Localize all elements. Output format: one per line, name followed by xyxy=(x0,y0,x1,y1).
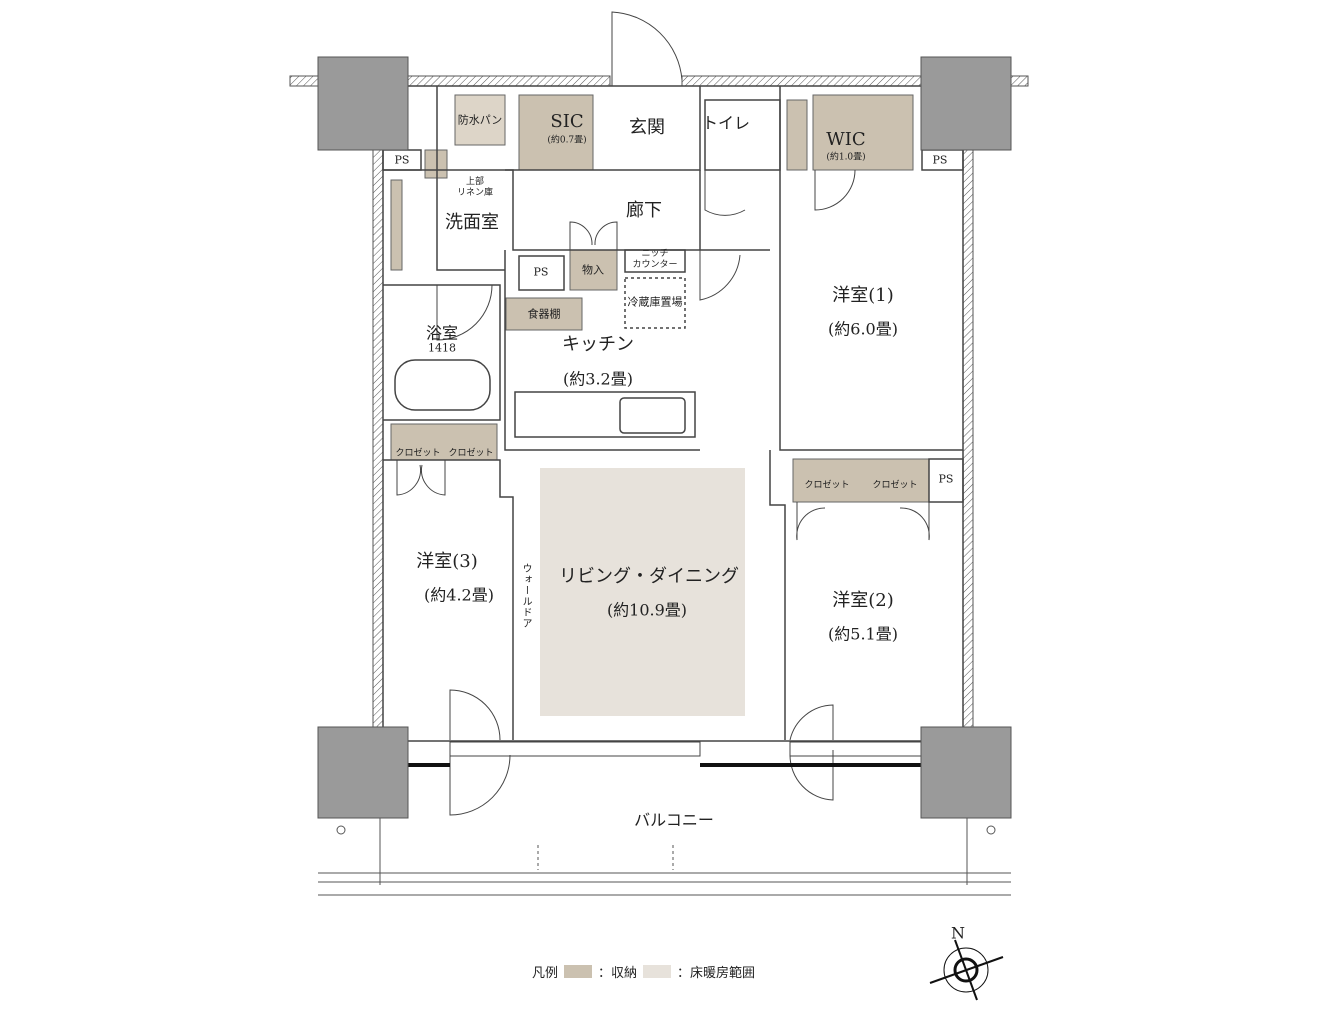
kitchen-label: キッチン xyxy=(562,334,634,356)
interior-walls xyxy=(382,85,964,742)
bath-label: 浴室 xyxy=(425,323,459,343)
columns xyxy=(317,56,1012,819)
cupboard-label: 食器棚 xyxy=(527,307,561,321)
legend-title: 凡例 xyxy=(532,966,559,981)
closet-label: クロゼット xyxy=(395,448,441,459)
wall-door-label: ウォールドア xyxy=(520,563,531,629)
waterproof-pan-label: 防水パン xyxy=(457,113,503,127)
wic-label: WIC xyxy=(826,129,866,151)
compass-north-label: N xyxy=(951,923,965,943)
corridor-label: 廊下 xyxy=(626,200,662,222)
bath-size: 1418 xyxy=(428,341,456,355)
western-room-1-size: (約6.0畳) xyxy=(828,319,898,339)
wic-size: (約1.0畳) xyxy=(826,152,866,163)
living-dining-size: (約10.9畳) xyxy=(606,600,688,620)
living-dining-label: リビング・ダイニング xyxy=(559,566,739,588)
door-swings xyxy=(396,11,930,816)
compass-rose-icon xyxy=(929,939,1004,1001)
western-room-2-label: 洋室(2) xyxy=(832,590,894,612)
linen-label: 上部 リネン庫 xyxy=(456,177,494,198)
entrance-label: 玄関 xyxy=(629,117,665,139)
legend: 凡例 ：収納 ：床暖房範囲 xyxy=(532,962,755,981)
washroom-label: 洗面室 xyxy=(445,212,499,234)
left-wall xyxy=(372,149,384,728)
niche-counter-label: ニッチ カウンター xyxy=(632,249,678,270)
legend-floor-heating-label: ：床暖房範囲 xyxy=(677,966,756,981)
legend-storage-swatch xyxy=(564,965,593,978)
storage-areas xyxy=(390,94,930,503)
ps-top-left: PS xyxy=(394,153,410,167)
storage-closet-label: 物入 xyxy=(582,263,604,277)
closet-label: クロゼット xyxy=(872,480,918,491)
legend-storage-label: ：収納 xyxy=(598,966,638,981)
windows xyxy=(408,741,922,767)
closet-label: クロゼット xyxy=(804,480,850,491)
western-room-1-label: 洋室(1) xyxy=(832,285,894,307)
ps-top-right: PS xyxy=(932,153,948,167)
legend-floor-heating-swatch xyxy=(643,965,672,978)
fridge-space-label: 冷蔵庫置場 xyxy=(627,295,683,309)
kitchen-size: (約3.2畳) xyxy=(563,369,633,389)
balcony-label: バルコニー xyxy=(634,810,714,830)
balcony-rail xyxy=(318,818,1011,896)
western-room-3-label: 洋室(3) xyxy=(416,551,478,573)
western-room-2-size: (約5.1畳) xyxy=(828,624,898,644)
western-room-3-size: (約4.2畳) xyxy=(424,585,494,605)
sic-size: (約0.7畳) xyxy=(547,135,587,146)
ps-right: PS xyxy=(938,472,954,486)
closet-label: クロゼット xyxy=(448,448,494,459)
ps-kitchen: PS xyxy=(533,265,549,279)
toilet-label: トイレ xyxy=(701,113,751,133)
right-wall xyxy=(962,149,974,728)
sic-label: SIC xyxy=(550,111,584,133)
floor-heating-area xyxy=(540,468,745,716)
